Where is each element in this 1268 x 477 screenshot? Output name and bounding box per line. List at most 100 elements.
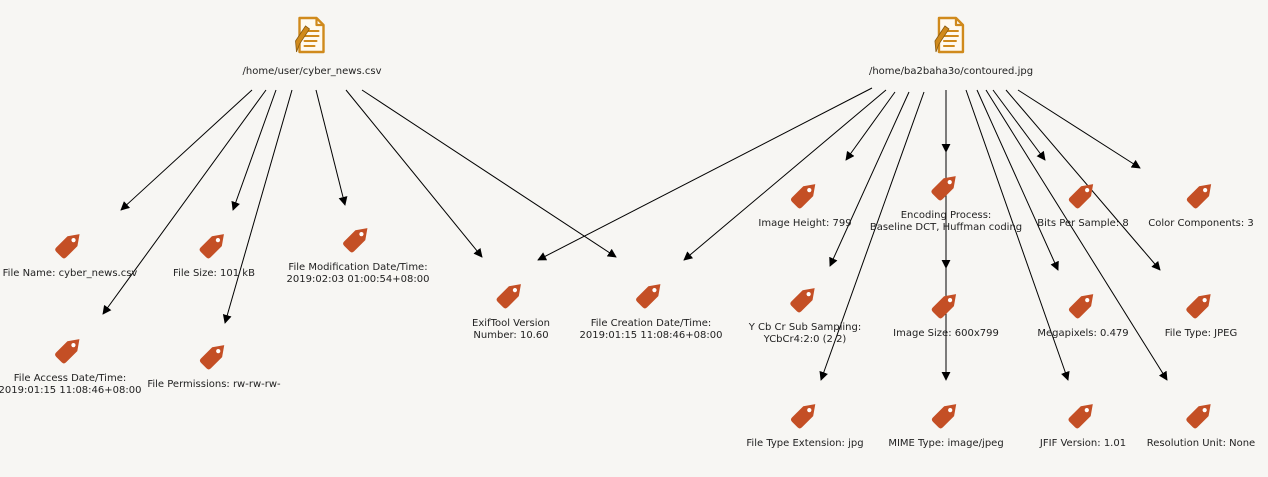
tag-icon-svg [199,345,224,370]
tag-node-label: File Type Extension: jpg [746,438,864,449]
tag-node-label: Image Size: 600x799 [893,328,999,339]
edge-f2-t_ft [1005,89,1161,271]
edge-f2-t_mp [976,89,1059,271]
edge-f1-t_fsize [231,89,277,211]
tag-node-label: ExifTool Version Number: 10.60 [472,318,550,341]
document-icon [293,14,331,56]
edge-f2-t_jfif [965,89,1070,381]
tag-icon [196,226,232,262]
metadata-tag-node[interactable]: MIME Type: image/jpeg [888,396,1004,450]
tag-node-label: File Size: 101 kB [173,268,255,279]
edge-f2-t_fcre [683,89,887,261]
tag-icon [1183,396,1219,432]
tag-node-label: Resolution Unit: None [1146,438,1256,449]
tag-icon-svg [1186,404,1211,429]
tag-icon [928,396,964,432]
metadata-tag-node[interactable]: Image Height: 799 [758,176,852,230]
edge-f1-t_facc [102,89,267,315]
edge-f2-t_ih [845,91,896,161]
file-node[interactable]: /home/user/cyber_news.csv [242,14,382,78]
edge-f2-t_cc [1017,89,1141,169]
tag-icon-svg [1068,184,1093,209]
tag-icon [493,276,529,312]
tag-node-label: Megapixels: 0.479 [1037,328,1129,339]
tag-node-label: JFIF Version: 1.01 [1039,438,1127,449]
tag-node-label: File Access Date/Time: 2019:01:15 11:08:… [0,373,142,396]
metadata-tag-node[interactable]: Resolution Unit: None [1147,396,1255,450]
edge-f2-t_exif [537,87,873,261]
metadata-tag-node[interactable]: Y Cb Cr Sub Sampling: YCbCr4:2:0 (2 2) [749,280,861,346]
tag-icon-svg [1068,294,1093,319]
tag-icon [928,168,964,204]
file-node-label: /home/ba2baha3o/contoured.jpg [868,66,1034,77]
metadata-tag-node[interactable]: Image Size: 600x799 [893,286,999,340]
metadata-tag-node[interactable]: File Size: 101 kB [173,226,255,280]
file-node[interactable]: /home/ba2baha3o/contoured.jpg [869,14,1033,78]
tag-node-label: File Permissions: rw-rw-rw- [147,379,281,390]
tag-icon [787,176,823,212]
tag-node-label: File Type: JPEG [1164,328,1238,339]
tag-icon-svg [1186,294,1211,319]
metadata-tag-node[interactable]: File Creation Date/Time: 2019:01:15 11:0… [579,276,723,342]
tag-icon [1065,176,1101,212]
metadata-tag-node[interactable]: File Permissions: rw-rw-rw- [147,337,281,391]
tag-node-label: File Name: cyber_news.csv [2,268,138,279]
tag-icon-svg [931,294,956,319]
edge-f2-t_bps [992,89,1046,161]
metadata-tag-node[interactable]: JFIF Version: 1.01 [1040,396,1126,450]
tag-icon [787,396,823,432]
metadata-tag-node[interactable]: Megapixels: 0.479 [1037,286,1129,340]
edge-f1-t_fperm [222,89,293,324]
metadata-tag-node[interactable]: File Modification Date/Time: 2019:02:03 … [286,220,430,286]
document-icon [932,14,970,56]
tag-node-label: Color Components: 3 [1148,218,1254,229]
edge-f1-t_fname [120,89,253,211]
tag-icon-svg [931,404,956,429]
tag-node-label: Bits Per Sample: 8 [1037,218,1129,229]
metadata-tag-node[interactable]: File Name: cyber_news.csv [2,226,138,280]
tag-icon-svg [790,404,815,429]
tag-icon-svg [199,234,224,259]
metadata-tag-node[interactable]: ExifTool Version Number: 10.60 [472,276,550,342]
tag-icon-svg [55,339,80,364]
tag-icon-svg [496,284,521,309]
tag-icon-svg [343,228,368,253]
tag-icon [52,331,88,367]
tag-icon-svg [636,284,661,309]
tag-icon [1183,176,1219,212]
tag-icon-svg [1068,404,1093,429]
tag-node-label: Y Cb Cr Sub Sampling: YCbCr4:2:0 (2 2) [748,322,862,345]
document-icon-svg [934,16,965,54]
tag-icon [196,337,232,373]
tag-icon [340,220,376,256]
tag-node-label: Image Height: 799 [758,218,852,229]
edge-f1-t_fmod [315,89,348,206]
tag-node-label: MIME Type: image/jpeg [888,438,1004,449]
tag-icon-svg [1186,184,1211,209]
edge-f1-t_fcre [361,89,617,258]
tag-icon-svg [55,234,80,259]
edge-f1-t_exif [345,89,483,258]
tag-node-label: File Modification Date/Time: 2019:02:03 … [286,262,430,285]
tag-icon [1065,286,1101,322]
tag-icon [1065,396,1101,432]
tag-node-label: File Creation Date/Time: 2019:01:15 11:0… [579,318,723,341]
edge-f2-t_ru [985,89,1168,381]
metadata-tag-node[interactable]: File Access Date/Time: 2019:01:15 11:08:… [0,331,141,397]
tag-icon [928,286,964,322]
tag-icon-svg [790,184,815,209]
tag-icon-svg [931,176,956,201]
document-icon-svg [295,16,326,54]
file-node-label: /home/user/cyber_news.csv [242,66,382,77]
edge-f2-t_fte [819,91,925,381]
metadata-tag-node[interactable]: File Type Extension: jpg [746,396,864,450]
metadata-tag-node[interactable]: Bits Per Sample: 8 [1037,176,1129,230]
tag-icon [1183,286,1219,322]
metadata-tag-node[interactable]: Encoding Process: Baseline DCT, Huffman … [870,168,1022,234]
metadata-tag-node[interactable]: File Type: JPEG [1165,286,1237,340]
metadata-tag-node[interactable]: Color Components: 3 [1148,176,1254,230]
tag-icon [787,280,823,316]
tag-icon [633,276,669,312]
